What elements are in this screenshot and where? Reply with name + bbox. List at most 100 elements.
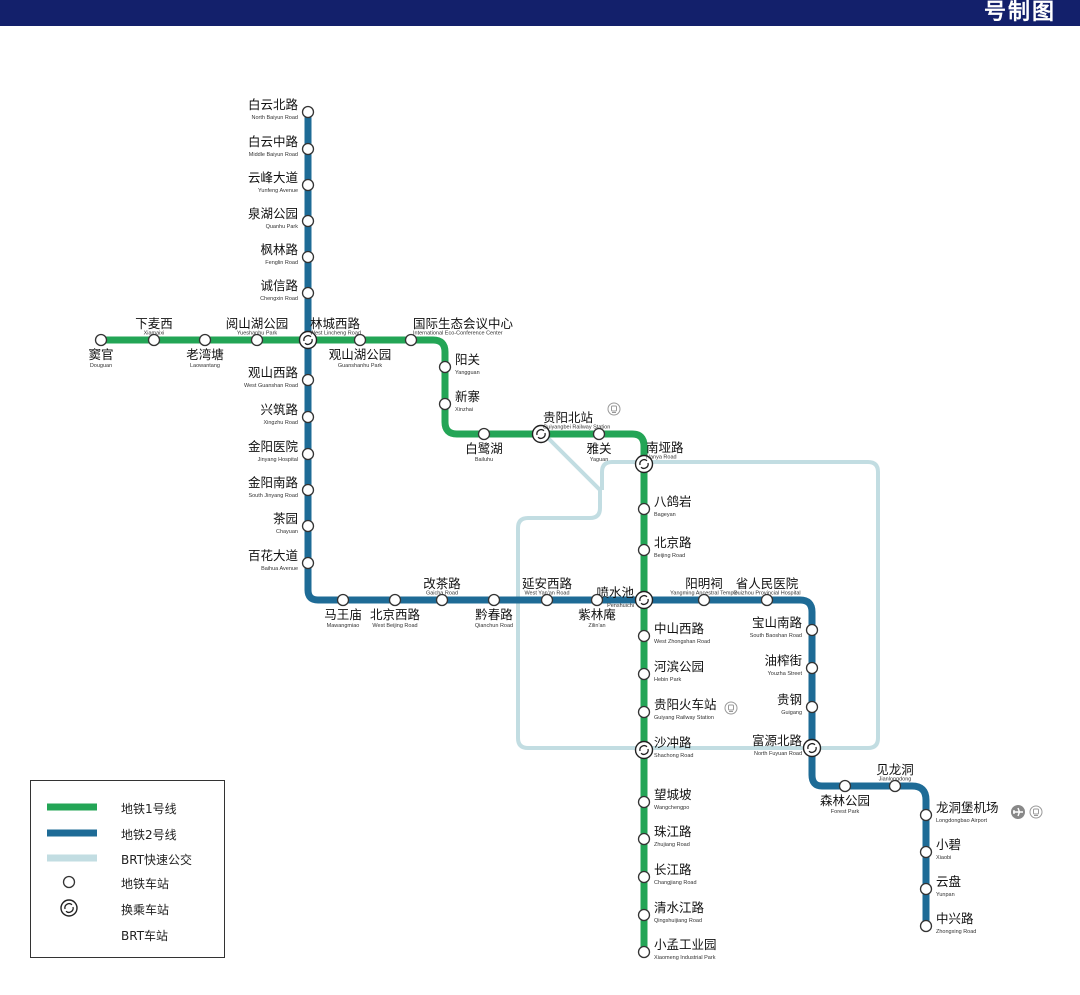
station-circle-icon (805, 661, 819, 675)
transfer-arrow (639, 594, 648, 602)
station-name-en: Chayuan (276, 529, 298, 535)
transfer-arrow (807, 742, 816, 750)
station-name-zh: 金阳医院 (248, 439, 299, 454)
station-name-zh: 泉湖公园 (248, 206, 298, 221)
station-circle-icon (301, 373, 315, 387)
station-name-en: Guiyang Railway Station (654, 715, 714, 721)
station-name-en: Changjiang Road (654, 880, 697, 886)
transfer-arrow (640, 598, 649, 606)
station-circle-icon (805, 700, 819, 714)
station-circle-icon (919, 845, 933, 859)
station-name-en: Jianlongdong (879, 777, 912, 783)
transfer-arrow (640, 462, 649, 470)
station-circle-icon (94, 333, 108, 347)
station-name-zh: 老湾塘 (186, 347, 224, 362)
legend-blank-symbol (47, 924, 107, 944)
station-name-en: Qingshuijiang Road (654, 918, 702, 924)
station-circle-icon (637, 705, 651, 719)
station-circle-icon (838, 779, 852, 793)
transfer-arrow (808, 746, 817, 754)
station-name-zh: 富源北路 (752, 733, 803, 748)
transfer-arrow (303, 334, 312, 342)
station-circle-icon (250, 333, 264, 347)
transfer-arrow (639, 744, 648, 752)
station-circle-icon (919, 919, 933, 933)
station-name-en: Gaicha Road (426, 591, 458, 597)
legend-item: BRT车站 (31, 924, 224, 944)
railway-station-icon (1029, 805, 1043, 819)
station-name-en: Xingzhu Road (263, 420, 298, 426)
station-name-en: Fenglin Road (265, 260, 298, 266)
station-circle-icon (805, 623, 819, 637)
station-name-en: Zilin'an (588, 623, 605, 629)
station-name-en: Quanhu Park (266, 224, 299, 230)
station-quanhu-park[interactable]: 泉湖公园 Quanhu Park (248, 206, 315, 230)
station-name-en: Douguan (90, 363, 112, 369)
station-name-zh: 林城西路 (310, 316, 361, 331)
station-circle-icon (435, 593, 449, 607)
station-chayuan[interactable]: 茶园 Chayuan (273, 511, 315, 535)
station-name-zh: 茶园 (273, 511, 298, 526)
station-circle-icon (438, 397, 452, 411)
transfer-station-icon (802, 738, 822, 758)
station-name-zh: 阳明祠 (685, 576, 723, 591)
transfer-arrow (639, 458, 648, 466)
station-name-zh: 小碧 (936, 837, 961, 852)
station-name-en: West Lincheng Road (310, 331, 361, 337)
station-name-zh: 油榨街 (764, 653, 802, 668)
